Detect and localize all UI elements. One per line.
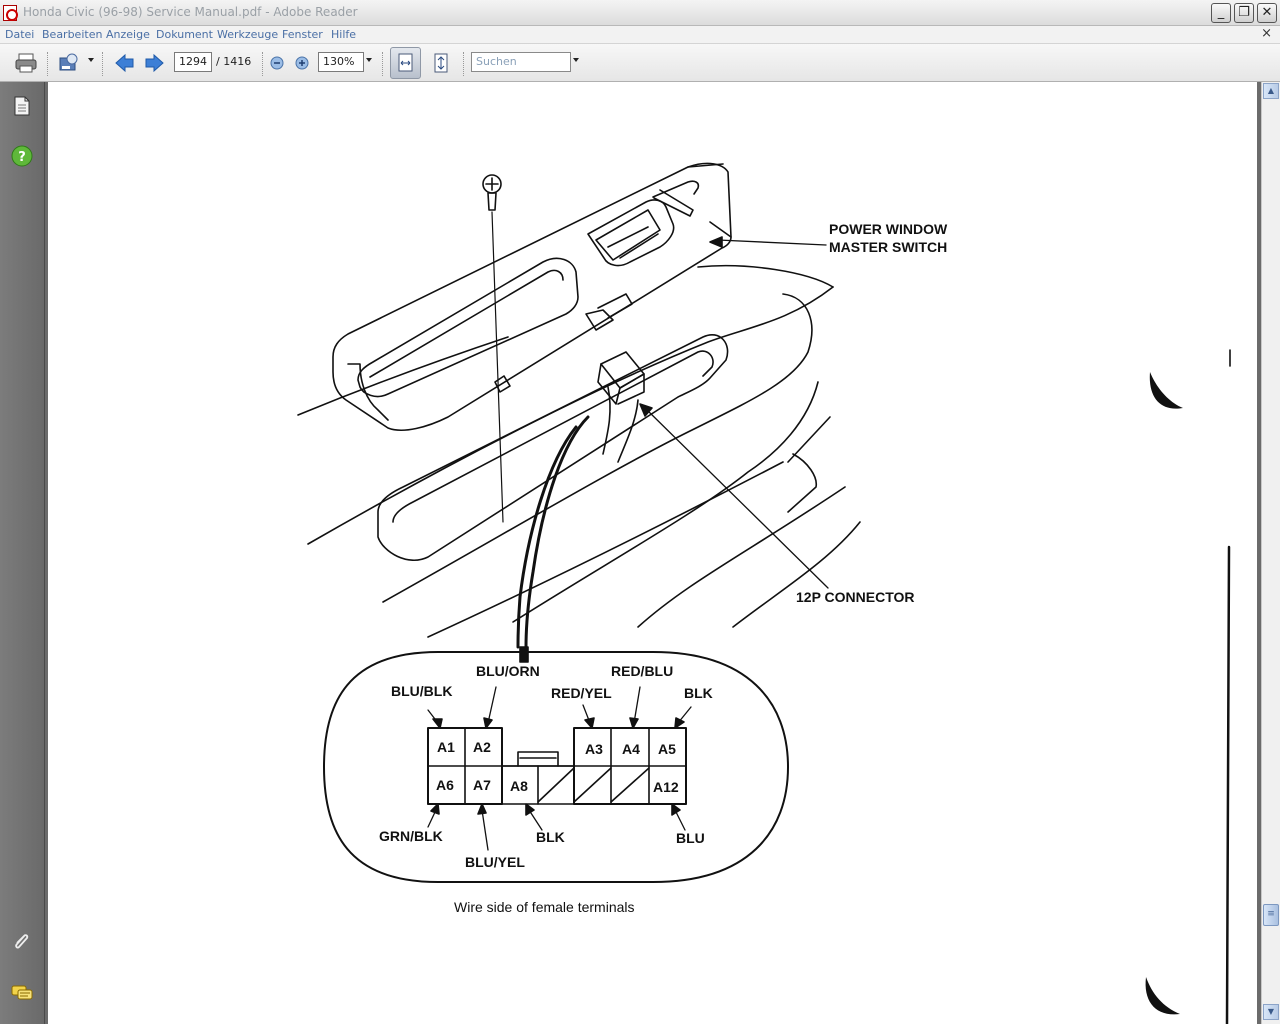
scroll-up-icon[interactable]: ▲ [1263, 83, 1279, 99]
menu-dokument[interactable]: Dokument [156, 28, 213, 41]
wiring-diagram: POWER WINDOW MASTER SWITCH 12P CONNECTOR… [297, 162, 1231, 1024]
wire-label-a8: BLK [536, 829, 565, 845]
fit-width-icon [398, 53, 413, 72]
terminal-a3: A3 [585, 741, 603, 757]
menu-bar: Datei Bearbeiten Anzeige Dokument Werkze… [0, 26, 1280, 44]
scrollbar-thumb[interactable]: ≡ [1263, 904, 1279, 926]
search-input[interactable]: Suchen [471, 52, 571, 72]
diagram-caption: Wire side of female terminals [454, 899, 635, 915]
minimize-button[interactable]: _ [1211, 3, 1231, 23]
scroll-down-icon[interactable]: ▼ [1263, 1004, 1279, 1020]
vertical-scrollbar[interactable]: ▲ ≡ ▼ [1261, 82, 1280, 1024]
arrow-left-icon[interactable] [112, 52, 136, 74]
wire-label-a3: RED/YEL [551, 685, 612, 701]
fit-width-button[interactable] [390, 47, 421, 79]
document-view[interactable]: POWER WINDOW MASTER SWITCH 12P CONNECTOR… [46, 82, 1261, 1024]
zoom-out-icon[interactable] [265, 52, 289, 74]
pdf-icon [3, 5, 18, 21]
organizer-icon[interactable] [58, 52, 82, 74]
title-bar: Honda Civic (96-98) Service Manual.pdf -… [0, 0, 1280, 26]
comments-icon[interactable] [10, 981, 34, 1005]
zoom-dropdown-icon[interactable] [366, 58, 372, 62]
svg-text:?: ? [18, 150, 26, 165]
terminal-a2: A2 [473, 739, 491, 755]
zoom-level-input[interactable]: 130% [318, 52, 364, 72]
connector-label: 12P CONNECTOR [796, 589, 915, 605]
wire-label-a7: BLU/YEL [465, 854, 525, 870]
menu-anzeige[interactable]: Anzeige [106, 28, 150, 41]
menu-fenster[interactable]: Fenster [282, 28, 323, 41]
fit-page-icon[interactable] [429, 52, 453, 74]
paperclip-icon[interactable] [10, 930, 34, 954]
restore-button[interactable]: ❐ [1234, 3, 1254, 23]
menu-datei[interactable]: Datei [5, 28, 35, 41]
page-number-input[interactable]: 1294 [174, 52, 212, 72]
window-title: Honda Civic (96-98) Service Manual.pdf -… [23, 5, 358, 19]
close-button[interactable]: ✕ [1257, 3, 1277, 23]
master-switch-label-line2: MASTER SWITCH [829, 239, 947, 255]
wire-label-a1: BLU/BLK [391, 683, 452, 699]
terminal-a6: A6 [436, 777, 454, 793]
arrow-right-icon[interactable] [143, 52, 167, 74]
terminal-a4: A4 [622, 741, 640, 757]
zoom-in-icon[interactable] [290, 52, 314, 74]
help-icon[interactable]: ? [10, 144, 34, 168]
master-switch-label-line1: POWER WINDOW [829, 221, 948, 237]
terminal-a12: A12 [653, 779, 679, 795]
wire-label-a5: BLK [684, 685, 713, 701]
wire-label-a12: BLU [676, 830, 705, 846]
pdf-page: POWER WINDOW MASTER SWITCH 12P CONNECTOR… [48, 82, 1257, 1024]
search-dropdown-icon[interactable] [573, 58, 579, 62]
menu-hilfe[interactable]: Hilfe [331, 28, 357, 41]
wire-label-a6: GRN/BLK [379, 828, 443, 844]
menu-bearbeiten[interactable]: Bearbeiten [42, 28, 103, 41]
menu-werkzeuge[interactable]: Werkzeuge [217, 28, 279, 41]
page-total: / 1416 [216, 55, 252, 68]
terminal-a7: A7 [473, 777, 491, 793]
navigation-pane: ? [0, 82, 45, 1024]
printer-icon[interactable] [14, 52, 38, 74]
toolbar: 1294 / 1416 130% Suchen [0, 44, 1280, 82]
terminal-a5: A5 [658, 741, 676, 757]
close-document-button[interactable]: × [1261, 26, 1272, 41]
terminal-a8: A8 [510, 778, 528, 794]
wire-label-a2: BLU/ORN [476, 663, 540, 679]
pages-icon[interactable] [10, 94, 34, 118]
terminal-a1: A1 [437, 739, 455, 755]
wire-label-a4: RED/BLU [611, 663, 673, 679]
